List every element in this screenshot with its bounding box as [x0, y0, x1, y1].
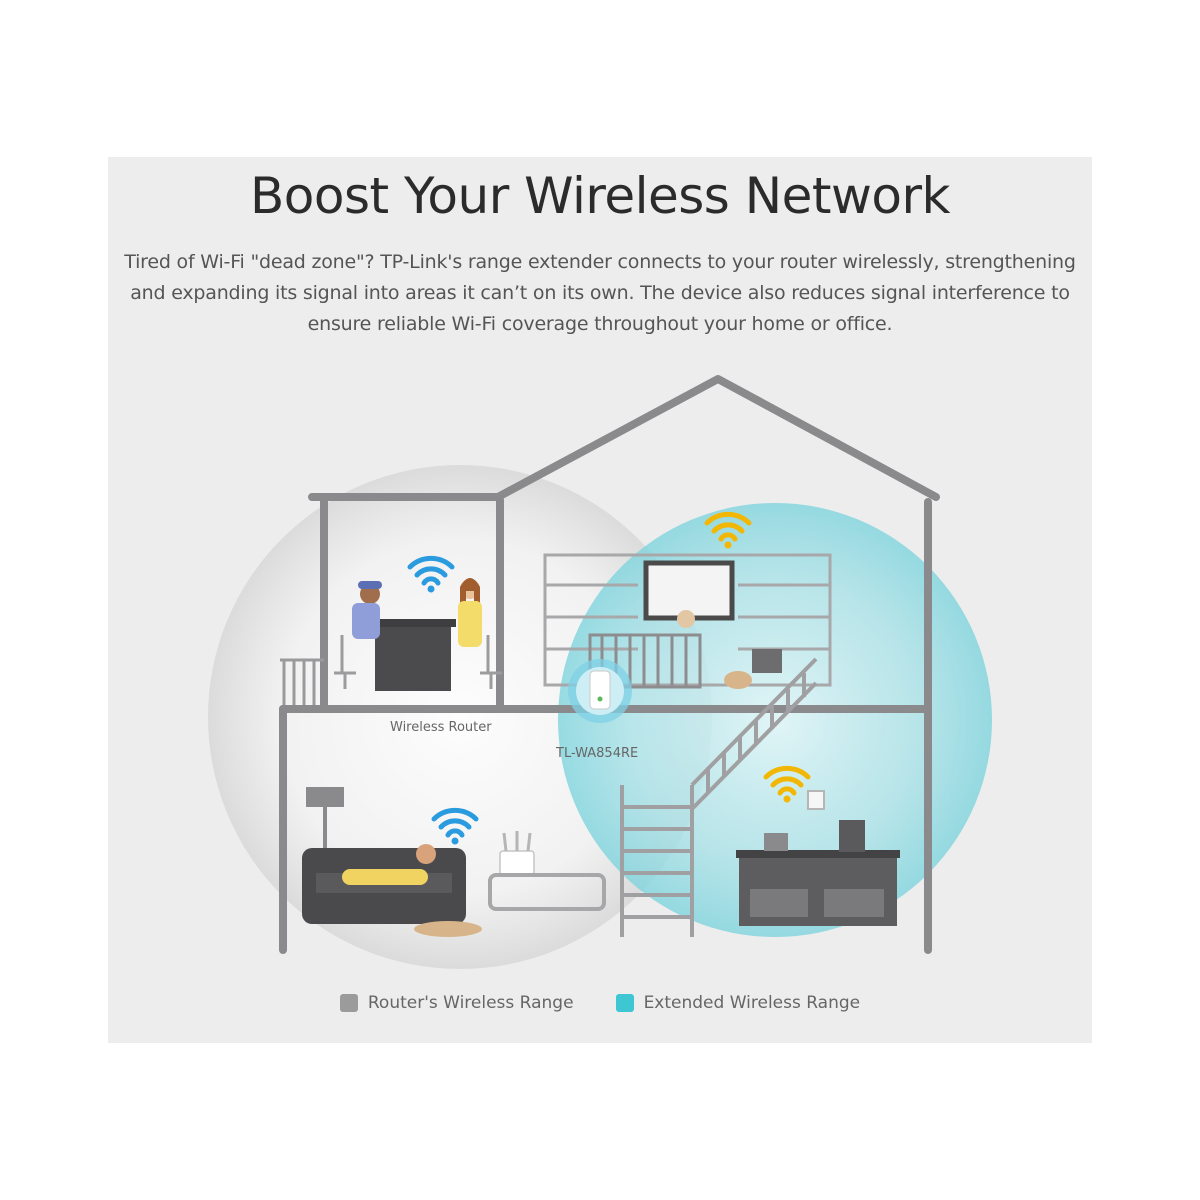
page-title: Boost Your Wireless Network	[249, 167, 951, 225]
router-range-circle	[208, 465, 712, 969]
wifi-dot-blue-downstairs	[451, 837, 459, 845]
office-desk	[375, 625, 451, 691]
wifi-icon-blue-upstairs	[407, 555, 455, 586]
person-woman-body	[458, 601, 482, 647]
wifi-dot-blue-upstairs	[427, 585, 435, 593]
staircase	[620, 657, 818, 937]
tv-screen	[643, 560, 735, 621]
legend-swatch-extended	[615, 994, 634, 1012]
wall-socket	[807, 790, 825, 810]
legend-label-router: Router's Wireless Range	[367, 993, 574, 1013]
legend-item-extended-range: Extended Wireless Range	[615, 993, 861, 1013]
baby	[677, 610, 695, 628]
person-woman-hair	[460, 578, 480, 605]
wifi-dot-yellow-kitchen	[783, 795, 791, 803]
person-lying-body	[342, 869, 428, 885]
storage-box	[752, 649, 782, 673]
legend-item-router-range: Router's Wireless Range	[339, 993, 574, 1013]
coffee-maker	[839, 820, 865, 852]
description-line-3: ensure reliable Wi-Fi coverage throughou…	[307, 313, 893, 335]
dog-upstairs	[724, 671, 752, 689]
floor-lamp-shade	[306, 787, 344, 807]
legend: Router's Wireless Range Extended Wireles…	[108, 993, 1092, 1013]
description-line-1: Tired of Wi-Fi "dead zone"? TP-Link's ra…	[124, 251, 1076, 273]
kitchen-countertop	[736, 850, 900, 858]
person-man-cap	[358, 581, 382, 589]
oven-window-left	[750, 889, 808, 917]
router-device-icon	[499, 831, 535, 876]
hero-panel: Wireless Router TL-WA854RE Boost Your Wi…	[108, 157, 1092, 1043]
wifi-icon-blue-downstairs	[431, 807, 479, 838]
extender-label: TL-WA854RE	[555, 746, 638, 761]
extender-device-icon	[568, 659, 632, 723]
legend-swatch-router	[339, 994, 358, 1012]
wifi-icon-yellow-top	[704, 511, 752, 542]
oven-window-right	[824, 889, 884, 917]
side-table	[488, 873, 606, 911]
router-label: Wireless Router	[390, 720, 492, 735]
desk-top	[370, 619, 456, 627]
wifi-icon-yellow-kitchen	[763, 765, 811, 796]
wifi-dot-yellow-top	[724, 541, 732, 549]
description-line-2: and expanding its signal into areas it c…	[130, 282, 1070, 304]
house-network-illustration: Wireless Router TL-WA854RE	[208, 375, 992, 969]
person-lying-head	[416, 844, 436, 864]
kitchen-pot	[764, 833, 788, 851]
balcony-railing	[280, 658, 324, 705]
person-man-body	[352, 603, 380, 639]
legend-label-extended: Extended Wireless Range	[643, 993, 861, 1013]
office-chairs	[334, 635, 502, 689]
dog-downstairs	[414, 921, 482, 937]
description: Tired of Wi-Fi "dead zone"? TP-Link's ra…	[114, 247, 1086, 340]
